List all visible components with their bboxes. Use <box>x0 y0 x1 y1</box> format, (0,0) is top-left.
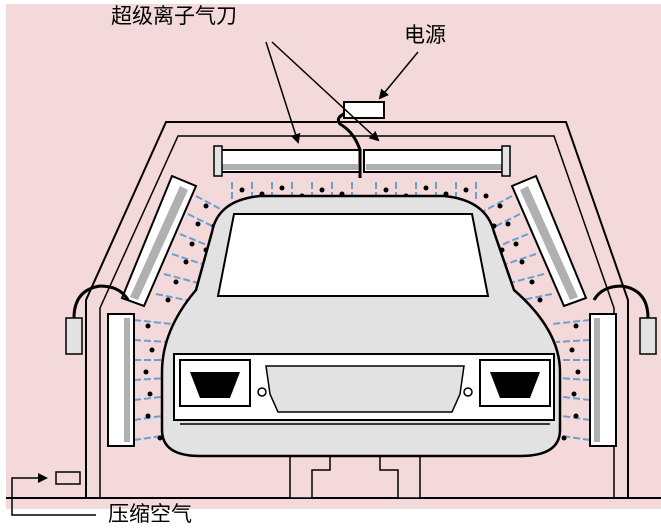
car-grille <box>265 365 465 413</box>
arrow-icon <box>265 41 419 144</box>
power-cables <box>72 110 650 319</box>
car-windshield <box>216 213 490 297</box>
car-supports <box>289 455 421 499</box>
car-icon <box>160 194 562 458</box>
air-inlet <box>11 471 96 516</box>
label-compressed-air: 压缩空气 <box>108 502 192 526</box>
headlight-left <box>179 359 251 407</box>
air-knife-right-upper <box>510 174 588 308</box>
label-power-supply: 电源 <box>404 23 446 47</box>
air-flow <box>133 182 591 441</box>
air-knife-top <box>213 145 511 177</box>
fog-light-right <box>463 387 473 397</box>
label-ion-air-knife: 超级离子气刀 <box>111 4 237 28</box>
air-knife-right-lower <box>589 313 657 447</box>
air-knife-left-upper <box>120 174 198 308</box>
power-supply-box <box>343 101 385 119</box>
headlight-right <box>479 359 551 407</box>
outer-frame <box>85 121 629 498</box>
air-knife-left-lower <box>65 313 135 447</box>
fog-light-left <box>257 387 267 397</box>
